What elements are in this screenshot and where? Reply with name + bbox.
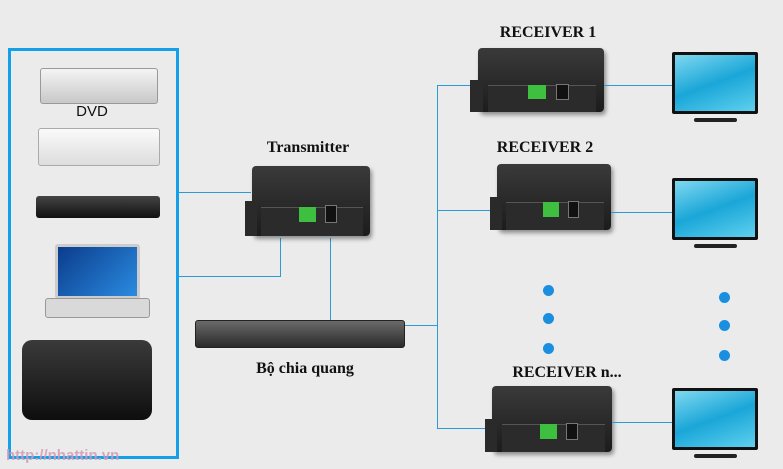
dvr-icon	[36, 196, 160, 218]
ellipsis-dot	[719, 350, 730, 361]
fiber-receiver-icon	[470, 48, 604, 112]
receiver-n-label: RECEIVER n...	[512, 364, 622, 381]
fiber-transmitter-icon	[244, 166, 370, 236]
ellipsis-dot	[719, 320, 730, 331]
camcorder-icon	[22, 340, 152, 420]
laptop-base	[45, 298, 150, 318]
media-box-icon	[38, 128, 160, 166]
watermark: http://nhattin.vn	[6, 447, 120, 464]
transmitter-label: Transmitter	[266, 139, 350, 156]
splitter-label: Bộ chia quang	[256, 360, 354, 377]
source-devices-group	[8, 48, 179, 459]
laptop-icon	[55, 244, 140, 299]
tv-monitor-icon	[672, 388, 758, 458]
fiber-receiver-icon	[490, 164, 611, 230]
ellipsis-dot	[543, 343, 554, 354]
tv-monitor-icon	[672, 52, 758, 122]
receiver-1-label: RECEIVER 1	[499, 24, 597, 41]
dvd-player-icon	[40, 68, 158, 104]
ellipsis-dot	[543, 285, 554, 296]
optical-splitter-icon	[195, 320, 405, 348]
ellipsis-dot	[543, 313, 554, 324]
tv-monitor-icon	[672, 178, 758, 248]
fiber-receiver-icon	[484, 386, 612, 452]
ellipsis-dot	[719, 292, 730, 303]
receiver-2-label: RECEIVER 2	[496, 139, 594, 156]
dvd-label: DVD	[76, 103, 108, 120]
